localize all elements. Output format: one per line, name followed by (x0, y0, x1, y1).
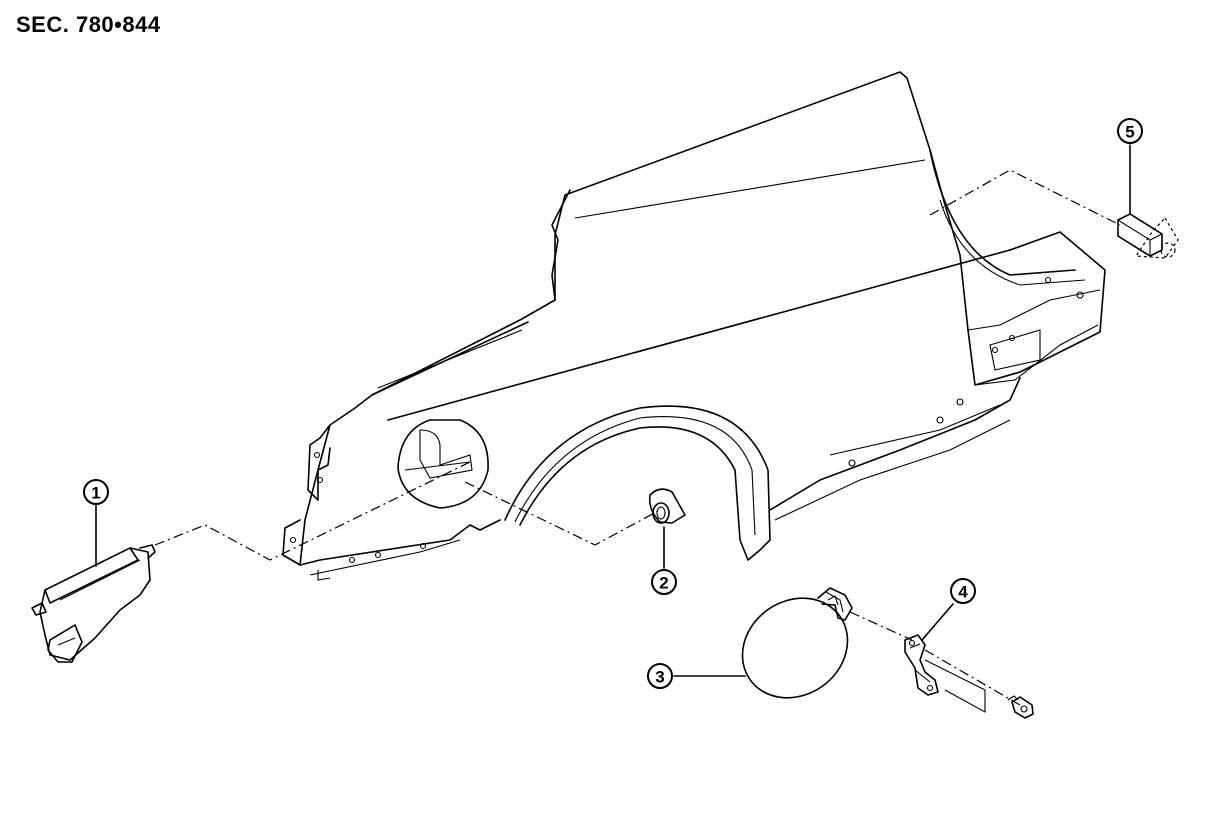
grommet-part (648, 488, 686, 524)
callout-leaders (95, 144, 1131, 677)
fuel-filler-lid-part (741, 587, 853, 699)
lid-hinge-bracket-part (904, 634, 986, 713)
rear-fender-panel (282, 71, 1106, 581)
side-marker-housing-part (31, 544, 156, 663)
section-label: SEC. 780•844 (16, 12, 161, 37)
callout-1-number: 1 (91, 484, 100, 503)
callout-1: 1 (83, 479, 109, 505)
callout-3: 3 (647, 663, 673, 689)
sealant-block-part (1117, 213, 1179, 259)
callout-3-number: 3 (655, 668, 664, 687)
callout-2-number: 2 (659, 574, 668, 593)
assembly-leader-lines (154, 169, 1121, 706)
callout-5: 5 (1117, 118, 1143, 144)
callout-2: 2 (651, 569, 677, 595)
callout-4: 4 (950, 578, 976, 604)
mounting-screw-part (1007, 695, 1034, 719)
callout-5-number: 5 (1125, 123, 1134, 142)
callout-4-number: 4 (958, 583, 968, 602)
